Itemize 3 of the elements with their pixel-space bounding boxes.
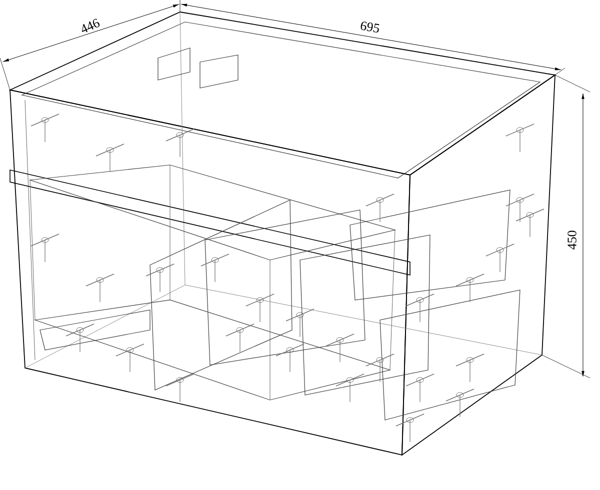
dimension-label: 450 — [568, 230, 576, 250]
dimension-label: 446 — [82, 18, 100, 32]
dimension-label: 695 — [360, 22, 380, 32]
